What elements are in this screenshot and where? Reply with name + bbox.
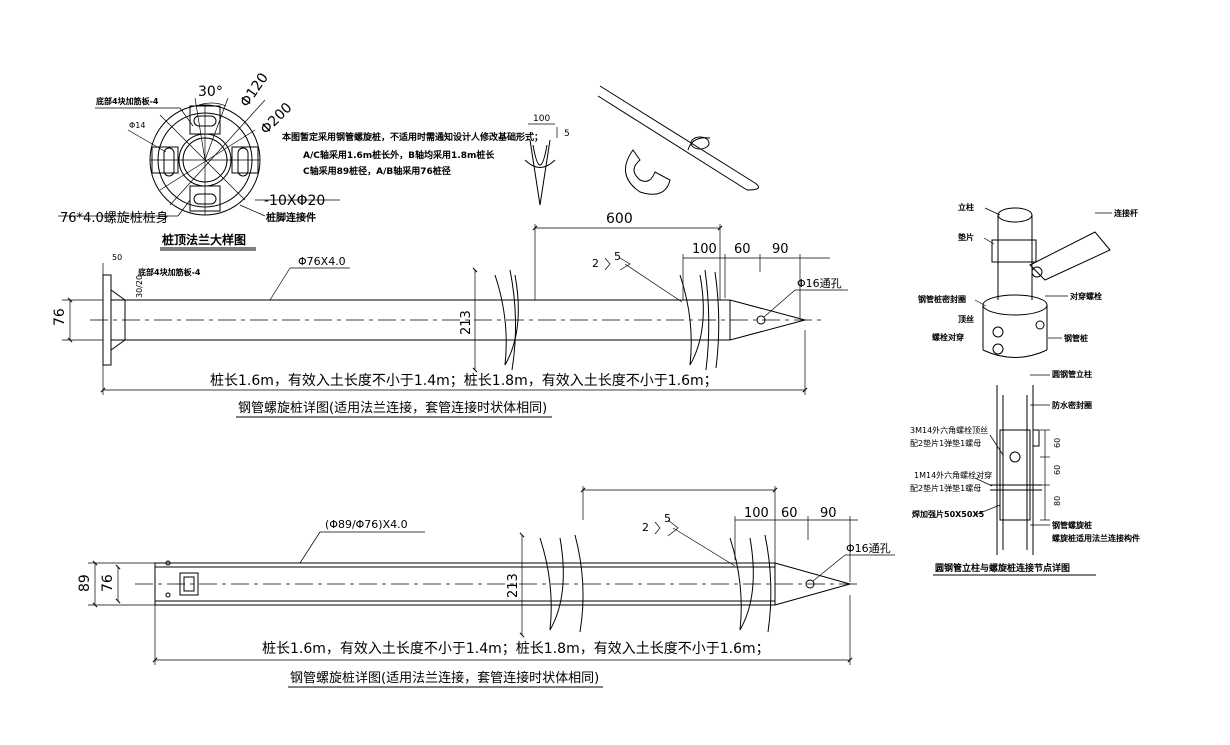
connector-label: 桩脚连接件: [266, 211, 316, 224]
pile1-d60: 60: [734, 242, 751, 257]
node-bolt2b: 配2垫片1弹垫1螺母: [910, 483, 981, 493]
iso-pile: 钢管桩: [1064, 333, 1088, 343]
clip-detail: 100 5: [524, 114, 671, 206]
node-pile: 钢管螺旋桩: [1052, 520, 1092, 530]
pile2-d89: 89: [77, 574, 93, 592]
note-line-3: C轴采用89桩径，A/B轴采用76桩径: [303, 165, 451, 177]
node-d60b: 60: [1053, 465, 1062, 475]
node-caption: 圆钢管立柱与螺旋桩连接节点详图: [935, 562, 1070, 574]
node-section-detail: 60 60 80 圆钢管立柱 防水密封圈 3M14外六角螺栓顶丝 配2垫片1弹垫…: [910, 369, 1140, 576]
node-bolt1a: 3M14外六角螺栓顶丝: [910, 425, 988, 435]
iso-bolt2: 对穿螺栓: [1070, 291, 1102, 301]
node-col: 圆钢管立柱: [1052, 369, 1092, 379]
pile2-d100: 100: [744, 506, 769, 521]
pile2-hole-label: Φ16通孔: [846, 542, 891, 555]
pile2-dia: 76: [100, 574, 116, 592]
pile1-pipe-label: Φ76X4.0: [298, 255, 346, 268]
pile1-d90: 90: [772, 242, 789, 257]
flange-title: 桩顶法兰大样图: [162, 232, 246, 247]
plate-label: -10XΦ20: [264, 193, 325, 209]
pile1-hole-label: Φ16通孔: [797, 277, 842, 290]
d14-label: Φ14: [129, 121, 145, 130]
node-d60a: 60: [1053, 438, 1062, 448]
pile-2-elevation: (Φ89/Φ76)X4.0 89 76 213 100 60 90 Φ16通孔 …: [77, 486, 895, 688]
node-note: 螺旋桩适用法兰连接构件: [1052, 533, 1140, 543]
pile1-weld-b: 5: [614, 250, 621, 263]
design-notes: 本图暂定采用钢管螺旋桩，不适用时需通知设计人修改基础形式； A/C轴采用1.6m…: [282, 131, 543, 177]
pile1-d50: 50: [112, 253, 122, 262]
pile1-d100: 100: [692, 242, 717, 257]
pile-1-elevation: 50 底部4块加筋板-4 30/20 Φ76X4.0 76 213 600 10…: [52, 211, 848, 418]
iso-seal: 钢管桩密封圈: [918, 294, 966, 304]
pile1-len600: 600: [606, 211, 633, 227]
flange-detail: 30° Φ120 Φ200 底部4块加筋板-4 Φ14 -10XΦ20 76*4…: [58, 70, 340, 251]
node-d80: 80: [1053, 496, 1062, 506]
node-bolt2a: 1M14外六角螺栓对穿: [914, 470, 992, 480]
pile1-d3020: 30/20: [135, 275, 144, 298]
iso-bolt-through: 螺栓对穿: [932, 332, 964, 342]
pile2-weld-a: 2: [642, 521, 649, 534]
angle-label: 30°: [198, 84, 223, 100]
pile1-helix-label: 213: [459, 310, 474, 335]
pile2-d60: 60: [781, 506, 798, 521]
pile2-d90: 90: [820, 506, 837, 521]
pile-body-label: 76*4.0螺旋桩桩身: [60, 210, 169, 226]
node-seal: 防水密封圈: [1052, 400, 1092, 410]
pile2-weld-b: 5: [664, 512, 671, 525]
iso-connection: 立柱 垫片 连接杆 钢管桩密封圈 对穿螺栓 顶丝 螺栓对穿 钢管桩: [918, 202, 1138, 358]
node-bolt1b: 配2垫片1弹垫1螺母: [910, 438, 981, 448]
pile2-caption: 钢管螺旋桩详图(适用法兰连接，套管连接时状体相同): [290, 670, 599, 686]
pile1-dia-label: 76: [52, 308, 68, 326]
iso-connector: 连接杆: [1114, 208, 1138, 218]
iso-gasket: 垫片: [958, 232, 974, 242]
node-plate: 焊加强片50X50X5: [912, 509, 985, 519]
clip-height: 5: [564, 129, 570, 139]
pile2-helix-label: 213: [506, 573, 521, 598]
pile1-length-note: 桩长1.6m，有效入土长度不小于1.4m；桩长1.8m，有效入土长度不小于1.6…: [210, 372, 718, 389]
note-line-2: A/C轴采用1.6m桩长外，B轴均采用1.8m桩长: [303, 149, 495, 161]
pile2-length-note: 桩长1.6m，有效入土长度不小于1.4m；桩长1.8m，有效入土长度不小于1.6…: [262, 640, 770, 657]
iso-top-wire: 顶丝: [958, 314, 974, 324]
pile1-caption: 钢管螺旋桩详图(适用法兰连接，套管连接时状体相同): [238, 400, 547, 416]
pile1-weld-a: 2: [592, 257, 599, 270]
rib-note: 底部4块加筋板-4: [95, 96, 159, 106]
d120-label: Φ120: [237, 70, 272, 110]
pile2-pipe-label: (Φ89/Φ76)X4.0: [325, 518, 408, 531]
iso-column: 立柱: [958, 202, 974, 212]
note-line-1: 本图暂定采用钢管螺旋桩，不适用时需通知设计人修改基础形式；: [282, 131, 543, 143]
clip-width: 100: [533, 114, 550, 124]
rod-detail: [597, 85, 760, 191]
pile1-rib-note: 底部4块加筋板-4: [137, 267, 201, 277]
